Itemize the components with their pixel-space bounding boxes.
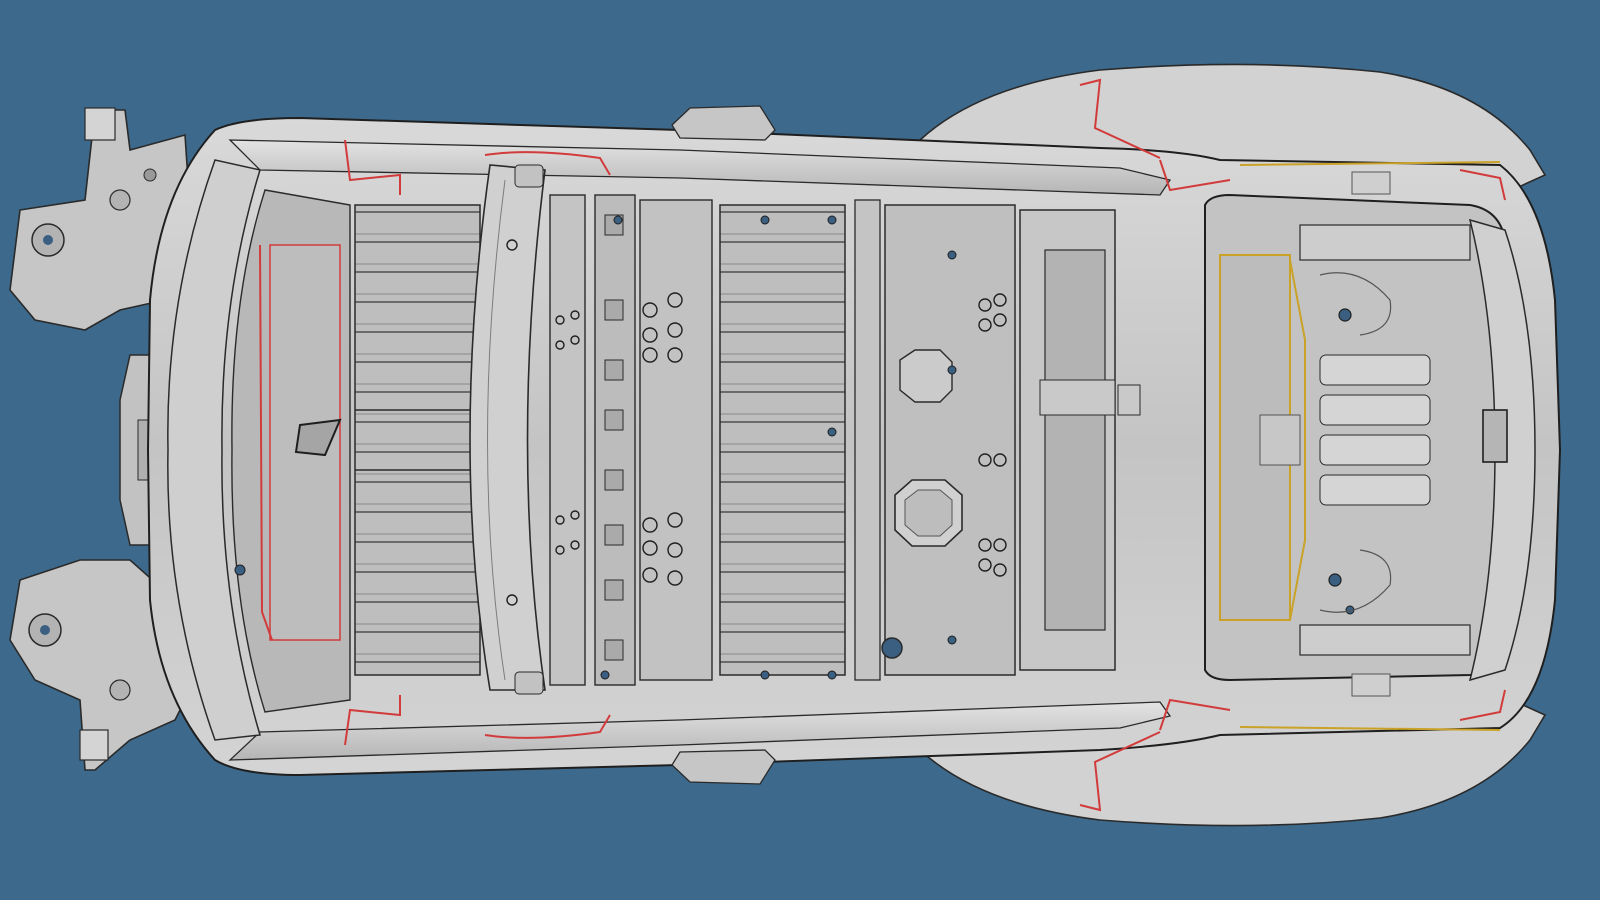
pedal-opening[interactable] [294, 418, 342, 457]
sill-upper[interactable] [228, 139, 1172, 196]
locator-pins [234, 215, 1355, 680]
mid-floor-panel[interactable] [719, 204, 846, 676]
rear-floor-pan[interactable] [1219, 254, 1291, 621]
front-floor-panel[interactable] [354, 204, 481, 676]
upper-pillar-stub[interactable] [671, 105, 776, 141]
fastener-holes [506, 239, 1007, 606]
rear-suspension-mounts [1319, 272, 1392, 613]
front-bulkhead-beam[interactable] [167, 159, 261, 741]
front-lower-suspension-mount[interactable] [9, 559, 191, 771]
center-tunnel[interactable] [594, 194, 636, 686]
sill-lower[interactable] [228, 701, 1172, 761]
tow-hook-mount[interactable] [1482, 409, 1508, 463]
lower-pillar-stub[interactable] [671, 749, 776, 785]
b-pillar-crossmember[interactable] [469, 164, 546, 695]
seat-mount-boss-upper[interactable] [899, 349, 953, 403]
adhesive-seams [1239, 161, 1501, 731]
center-floor[interactable] [549, 194, 1141, 686]
weld-seams [259, 78, 1506, 812]
rear-trunk-floor[interactable] [1204, 171, 1536, 697]
rear-seat-floor[interactable] [884, 204, 1016, 676]
